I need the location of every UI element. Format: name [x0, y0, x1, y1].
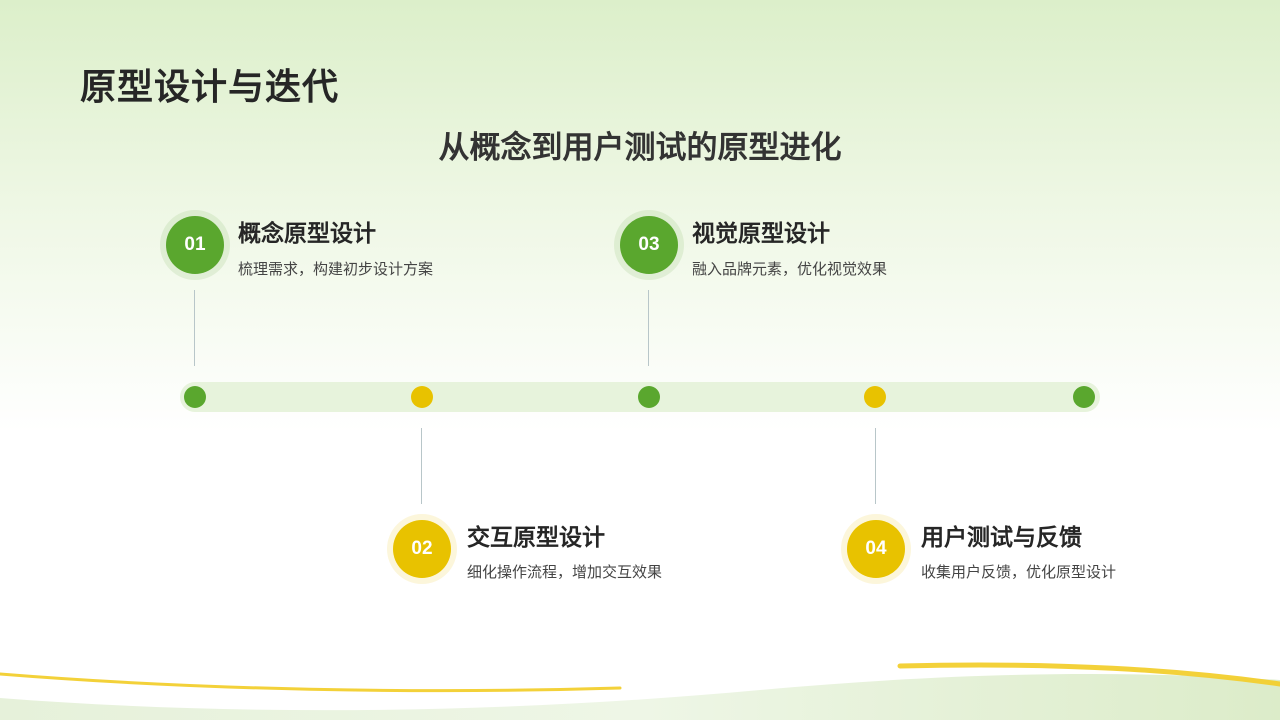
step-desc-04: 收集用户反馈，优化原型设计 [921, 563, 1117, 581]
step-desc-01: 梳理需求，构建初步设计方案 [238, 260, 434, 278]
step-title-02: 交互原型设计 [467, 525, 605, 551]
step-badge-02: 02 [393, 520, 451, 578]
timeline-dot-03 [638, 386, 660, 408]
page-subtitle: 从概念到用户测试的原型进化 [438, 130, 842, 166]
step-desc-02: 细化操作流程，增加交互效果 [467, 563, 663, 581]
connector-line-03 [648, 290, 649, 366]
timeline-dot-02 [411, 386, 433, 408]
bottom-wave-decoration [0, 662, 1280, 720]
timeline-dot-04 [864, 386, 886, 408]
connector-line-04 [875, 428, 876, 504]
step-badge-03: 03 [620, 216, 678, 274]
timeline-dot-end [1073, 386, 1095, 408]
step-badge-01: 01 [166, 216, 224, 274]
page-title: 原型设计与迭代 [80, 67, 340, 108]
step-title-03: 视觉原型设计 [692, 221, 830, 247]
step-badge-04: 04 [847, 520, 905, 578]
step-title-01: 概念原型设计 [238, 221, 376, 247]
step-desc-03: 融入品牌元素，优化视觉效果 [692, 260, 888, 278]
timeline-dot-01 [184, 386, 206, 408]
connector-line-01 [194, 290, 195, 366]
step-title-04: 用户测试与反馈 [921, 525, 1082, 551]
connector-line-02 [421, 428, 422, 504]
